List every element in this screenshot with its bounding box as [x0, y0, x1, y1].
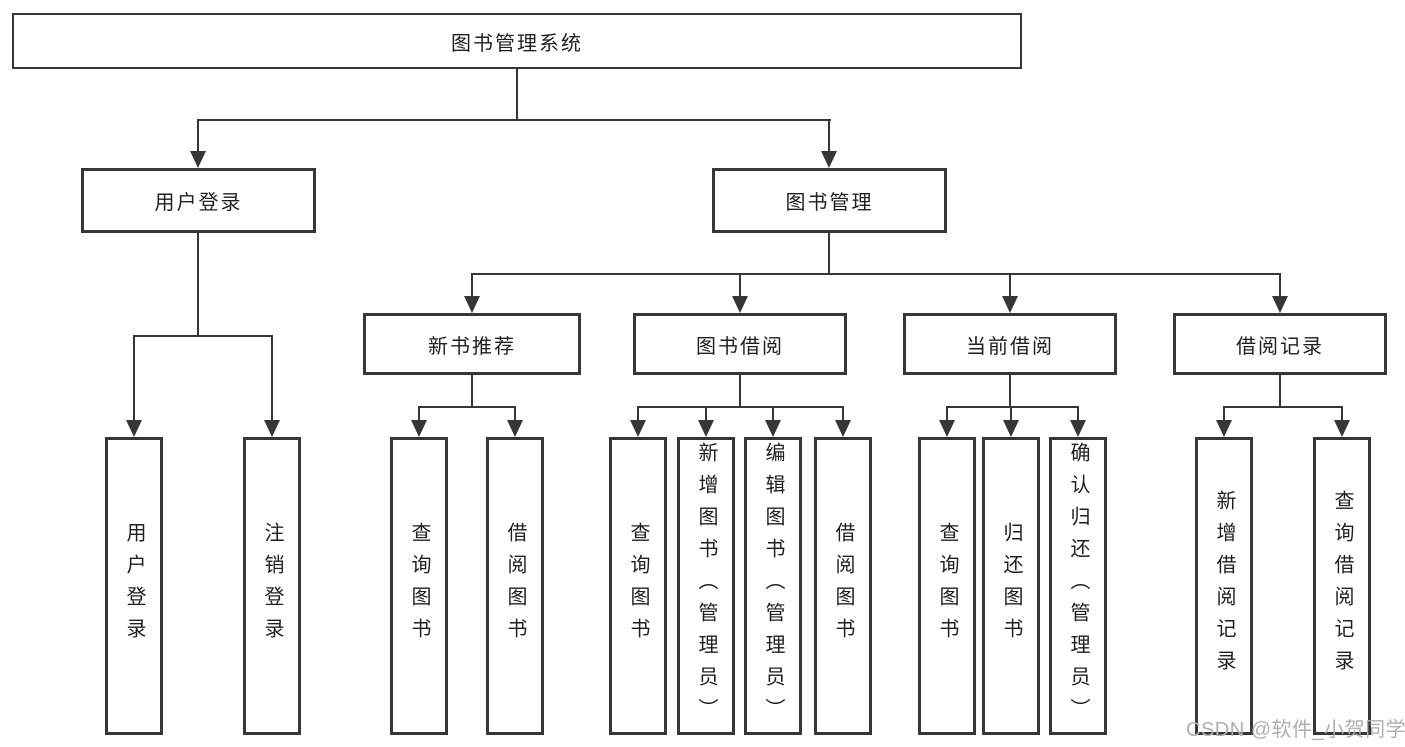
leaf-query-books-3: 查询图书 [918, 437, 976, 735]
node-book-management: 图书管理 [712, 168, 947, 233]
connector-line [516, 69, 518, 120]
node-label: 用户登录 [154, 192, 243, 214]
leaf-label: 查询图书 [627, 522, 649, 650]
node-label: 当前借阅 [966, 335, 1054, 358]
node-label: 图书管理系统 [451, 32, 583, 55]
leaf-label: 新增图书（管理员） [695, 442, 717, 730]
node-label: 图书借阅 [696, 335, 784, 358]
watermark: CSDN @软件_小贺同学 [1186, 719, 1405, 741]
connector-line [418, 406, 420, 422]
leaf-label: 查询借阅记录 [1331, 490, 1353, 682]
connector-line [842, 406, 844, 422]
node-new-book-recommend: 新书推荐 [363, 313, 581, 375]
connector-line [739, 375, 741, 408]
connector-line [946, 406, 1079, 408]
node-borrowing-records: 借阅记录 [1173, 313, 1387, 375]
arrow-down-icon [1216, 420, 1232, 437]
arrow-down-icon [1070, 420, 1086, 437]
connector-line [1223, 406, 1343, 408]
node-user-login: 用户登录 [81, 168, 316, 233]
arrow-down-icon [464, 296, 480, 313]
leaf-query-borrow-record: 查询借阅记录 [1313, 437, 1371, 735]
leaf-confirm-return-admin: 确认归还（管理员） [1049, 437, 1107, 735]
leaf-logout: 注销登录 [243, 437, 301, 735]
connector-line [828, 233, 830, 275]
arrow-down-icon [264, 420, 280, 437]
connector-line [1279, 375, 1281, 408]
leaf-label: 编辑图书（管理员） [762, 442, 784, 730]
connector-line [772, 406, 774, 422]
connector-line [1010, 406, 1012, 422]
leaf-query-books-1: 查询图书 [390, 437, 448, 735]
arrow-down-icon [190, 151, 206, 168]
arrow-down-icon [835, 420, 851, 437]
connector-line [828, 119, 830, 152]
arrow-down-icon [939, 420, 955, 437]
connector-line [637, 406, 844, 408]
leaf-label: 查询图书 [408, 522, 430, 650]
connector-line [471, 273, 473, 298]
connector-line [471, 273, 1281, 275]
arrow-down-icon [1272, 296, 1288, 313]
arrow-down-icon [732, 296, 748, 313]
arrow-down-icon [411, 420, 427, 437]
connector-line [197, 119, 199, 152]
leaf-user-login: 用户登录 [105, 437, 163, 735]
connector-line [1223, 406, 1225, 422]
connector-line [514, 406, 516, 422]
connector-line [637, 406, 639, 422]
leaf-borrow-books-1: 借阅图书 [486, 437, 544, 735]
connector-line [197, 119, 831, 121]
connector-line [271, 335, 273, 420]
arrow-down-icon [698, 420, 714, 437]
arrow-down-icon [630, 420, 646, 437]
leaf-label: 归还图书 [1000, 522, 1022, 650]
connector-line [1009, 273, 1011, 298]
connector-line [1279, 273, 1281, 298]
connector-line [197, 233, 199, 337]
leaf-borrow-books-2: 借阅图书 [814, 437, 872, 735]
leaf-add-borrow-record: 新增借阅记录 [1195, 437, 1253, 735]
leaf-label: 确认归还（管理员） [1067, 442, 1089, 730]
arrow-down-icon [821, 151, 837, 168]
arrow-down-icon [1002, 296, 1018, 313]
node-label: 新书推荐 [428, 335, 516, 358]
node-label: 借阅记录 [1236, 335, 1324, 358]
leaf-label: 查询图书 [936, 522, 958, 650]
connector-line [133, 335, 135, 420]
connector-line [739, 273, 741, 298]
node-current-borrowing: 当前借阅 [903, 313, 1117, 375]
leaf-add-books-admin: 新增图书（管理员） [677, 437, 735, 735]
leaf-label: 借阅图书 [832, 522, 854, 650]
leaf-return-books: 归还图书 [982, 437, 1040, 735]
leaf-label: 注销登录 [261, 522, 283, 650]
arrow-down-icon [765, 420, 781, 437]
connector-line [1341, 406, 1343, 422]
connector-line [133, 335, 273, 337]
node-book-borrowing: 图书借阅 [633, 313, 847, 375]
connector-line [705, 406, 707, 422]
leaf-label: 借阅图书 [504, 522, 526, 650]
connector-line [471, 375, 473, 408]
connector-line [418, 406, 516, 408]
arrow-down-icon [507, 420, 523, 437]
leaf-edit-books-admin: 编辑图书（管理员） [744, 437, 802, 735]
leaf-query-books-2: 查询图书 [609, 437, 667, 735]
connector-line [946, 406, 948, 422]
arrow-down-icon [126, 420, 142, 437]
node-label: 图书管理 [785, 192, 874, 214]
leaf-label: 用户登录 [123, 522, 145, 650]
connector-line [1009, 375, 1011, 408]
leaf-label: 新增借阅记录 [1213, 490, 1235, 682]
node-library-system: 图书管理系统 [12, 13, 1022, 69]
connector-line [1077, 406, 1079, 422]
arrow-down-icon [1334, 420, 1350, 437]
arrow-down-icon [1003, 420, 1019, 437]
